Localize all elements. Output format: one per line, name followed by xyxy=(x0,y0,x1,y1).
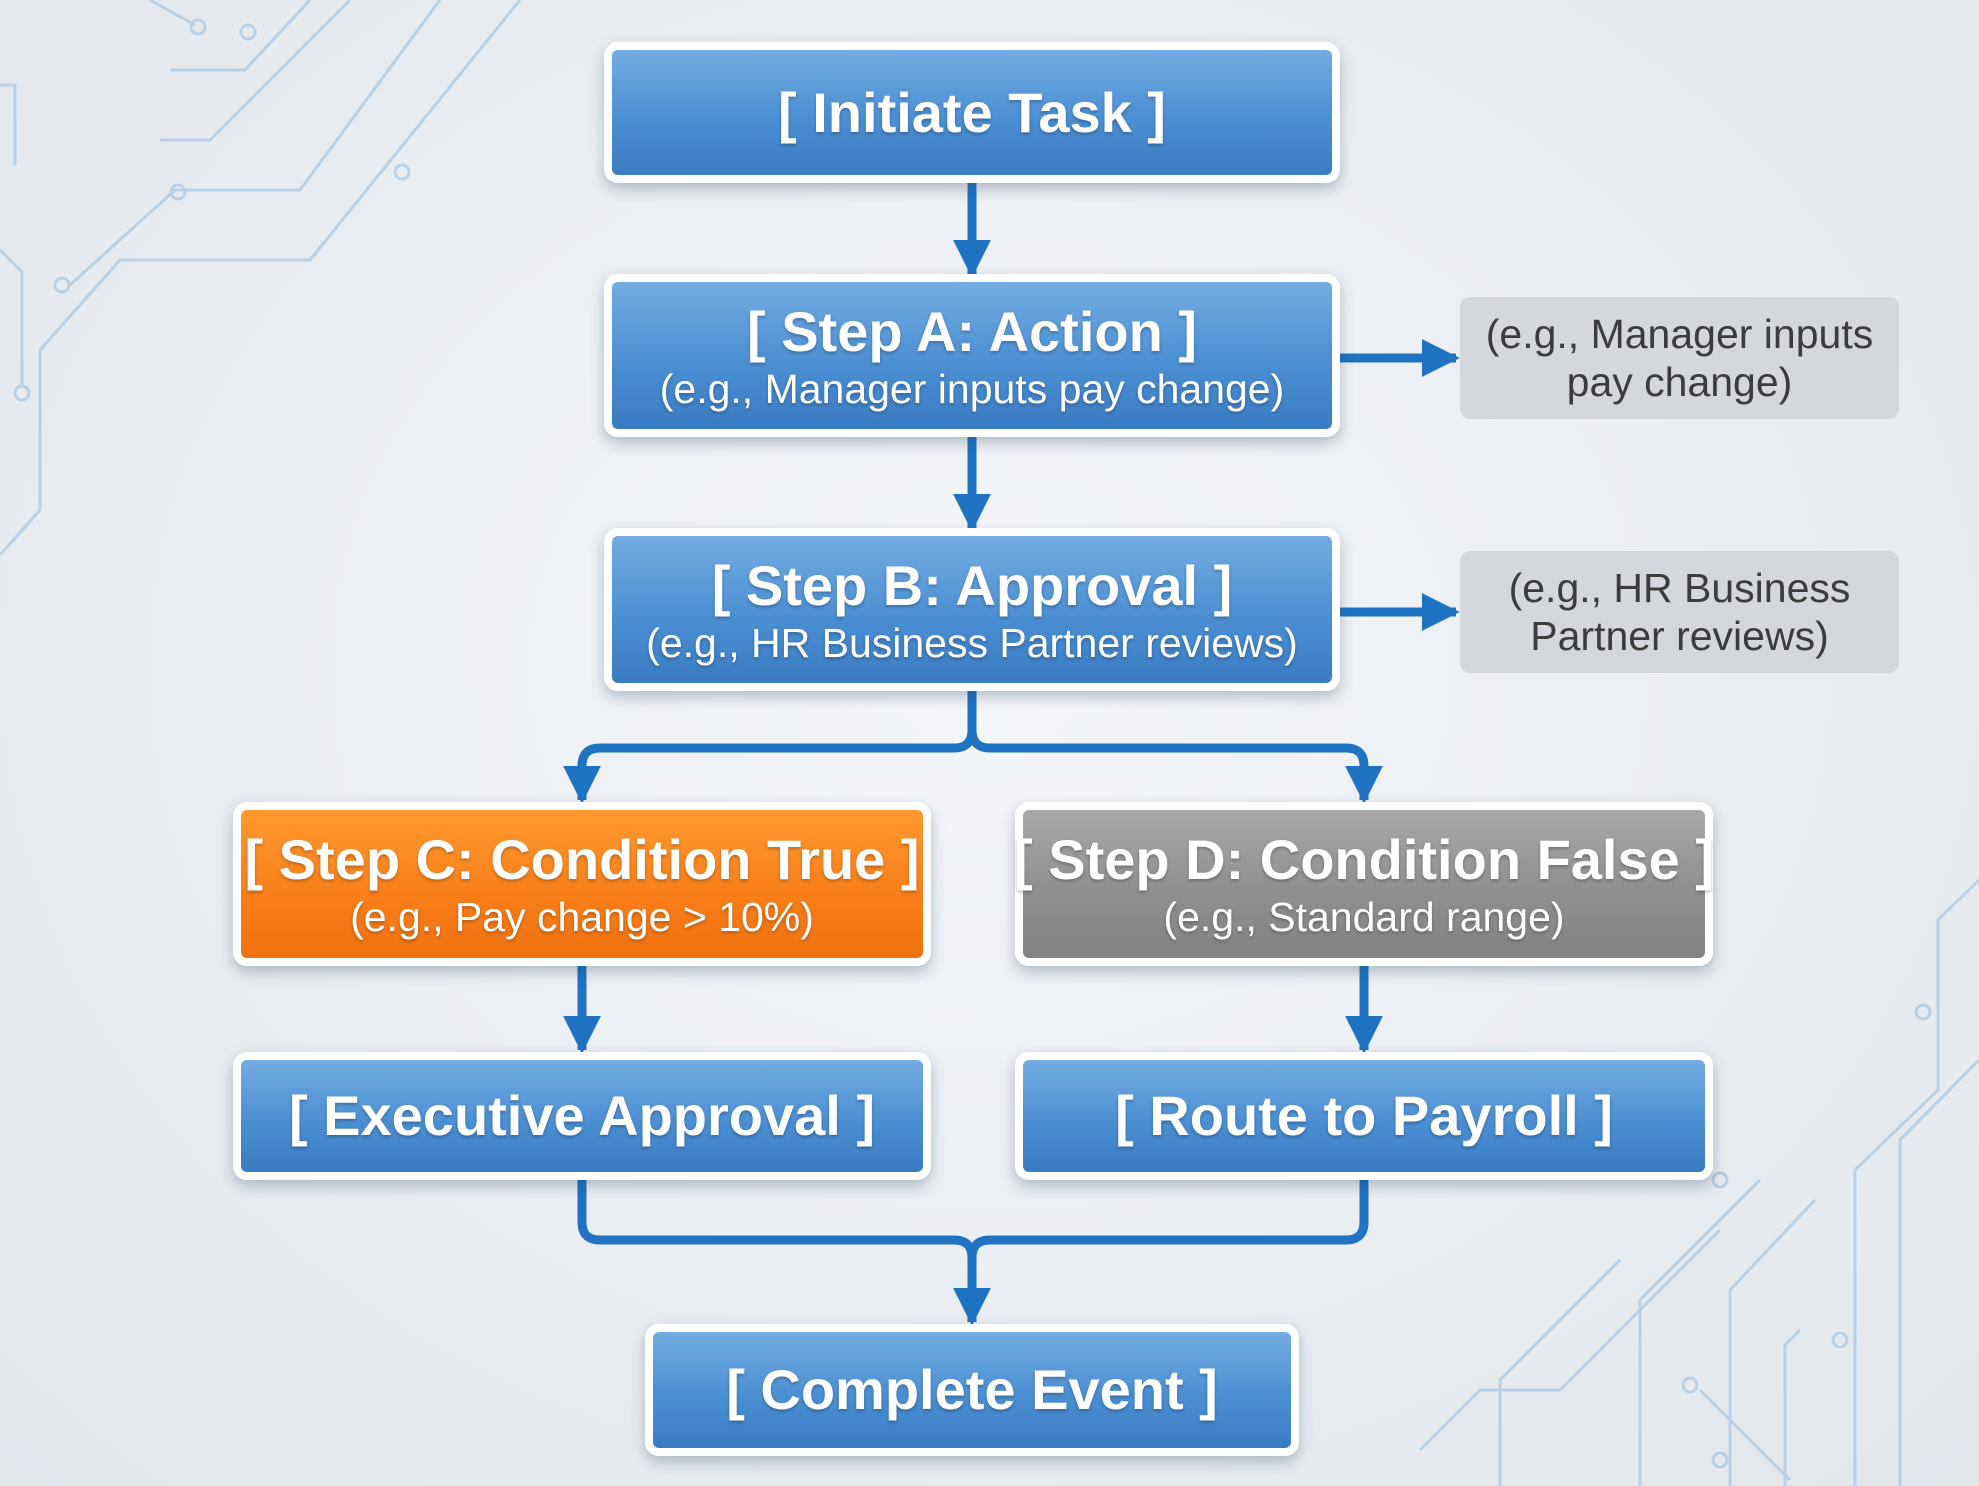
step-a-note-line2: pay change) xyxy=(1566,359,1793,405)
step-b-note: (e.g., HR Business Partner reviews) xyxy=(1460,551,1899,673)
merge-payroll-to-complete xyxy=(967,1180,1369,1259)
executive-approval-node: [ Executive Approval ] xyxy=(233,1052,931,1180)
step-c-condition-true-node: [ Step C: Condition True ] (e.g., Pay ch… xyxy=(233,802,931,966)
step-a-subtitle: (e.g., Manager inputs pay change) xyxy=(659,365,1285,412)
step-a-action-node: [ Step A: Action ] (e.g., Manager inputs… xyxy=(604,274,1340,437)
step-b-subtitle: (e.g., HR Business Partner reviews) xyxy=(646,619,1298,666)
branch-step-b-to-step-c xyxy=(563,691,977,804)
branch-step-b-to-step-d xyxy=(967,729,1383,804)
step-b-title: [ Step B: Approval ] xyxy=(711,553,1233,617)
route-to-payroll-title: [ Route to Payroll ] xyxy=(1115,1084,1613,1147)
route-to-payroll-node: [ Route to Payroll ] xyxy=(1015,1052,1713,1180)
step-a-note: (e.g., Manager inputs pay change) xyxy=(1460,297,1899,419)
step-c-title: [ Step C: Condition True ] xyxy=(244,828,920,891)
complete-event-node: [ Complete Event ] xyxy=(645,1324,1299,1456)
step-a-title: [ Step A: Action ] xyxy=(746,299,1198,363)
executive-approval-title: [ Executive Approval ] xyxy=(288,1084,876,1147)
complete-event-title: [ Complete Event ] xyxy=(726,1358,1218,1421)
step-d-title: [ Step D: Condition False ] xyxy=(1014,828,1714,891)
initiate-task-node: [ Initiate Task ] xyxy=(604,42,1340,183)
step-c-subtitle: (e.g., Pay change > 10%) xyxy=(350,894,814,940)
step-b-note-line1: (e.g., HR Business xyxy=(1508,565,1851,611)
initiate-task-title: [ Initiate Task ] xyxy=(778,80,1166,144)
step-d-condition-false-node: [ Step D: Condition False ] (e.g., Stand… xyxy=(1014,802,1714,966)
merge-executive-to-complete xyxy=(577,1180,991,1326)
step-d-subtitle: (e.g., Standard range) xyxy=(1163,894,1565,940)
step-b-note-line2: Partner reviews) xyxy=(1530,613,1829,659)
step-b-approval-node: [ Step B: Approval ] (e.g., HR Business … xyxy=(604,528,1340,691)
step-a-note-line1: (e.g., Manager inputs xyxy=(1485,311,1874,357)
